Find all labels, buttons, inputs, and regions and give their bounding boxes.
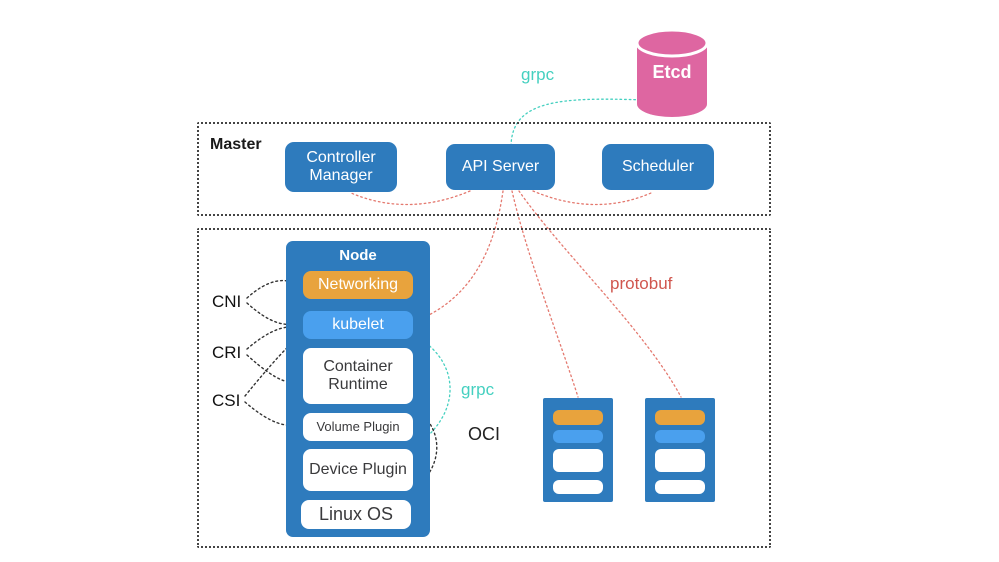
device-plugin-box: Device Plugin xyxy=(303,449,413,491)
oci-label: OCI xyxy=(468,424,501,444)
networking-box: Networking xyxy=(303,271,413,299)
grpc-top-label: grpc xyxy=(521,65,555,84)
csi-label: CSI xyxy=(212,391,241,410)
linux-os-box: Linux OS xyxy=(301,500,411,529)
worker2-networking-bar xyxy=(655,410,705,425)
cni-label: CNI xyxy=(212,292,242,311)
scheduler-box: Scheduler xyxy=(602,144,714,190)
worker1-runtime-bar xyxy=(553,449,603,472)
node-title: Node xyxy=(339,247,377,264)
protobuf-label: protobuf xyxy=(610,274,673,293)
worker2-kubelet-bar xyxy=(655,430,705,443)
master-title: Master xyxy=(210,136,262,153)
etcd-label: Etcd xyxy=(652,62,692,82)
container-runtime-box: Container Runtime xyxy=(303,348,413,404)
worker-node-1 xyxy=(543,398,613,502)
worker2-os-bar xyxy=(655,480,705,494)
worker-node-2 xyxy=(645,398,715,502)
etcd-database-cylinder xyxy=(635,28,709,117)
worker1-kubelet-bar xyxy=(553,430,603,443)
node-group-box xyxy=(197,228,771,548)
volume-plugin-box: Volume Plugin xyxy=(303,413,413,441)
grpc-node-label: grpc xyxy=(461,380,495,399)
cri-label: CRI xyxy=(212,343,242,362)
api-server-box: API Server xyxy=(446,144,555,190)
worker1-os-bar xyxy=(553,480,603,494)
controller-manager-box: Controller Manager xyxy=(285,142,397,192)
kubelet-box: kubelet xyxy=(303,311,413,339)
worker2-runtime-bar xyxy=(655,449,705,472)
master-group-box xyxy=(197,122,771,216)
worker1-networking-bar xyxy=(553,410,603,425)
